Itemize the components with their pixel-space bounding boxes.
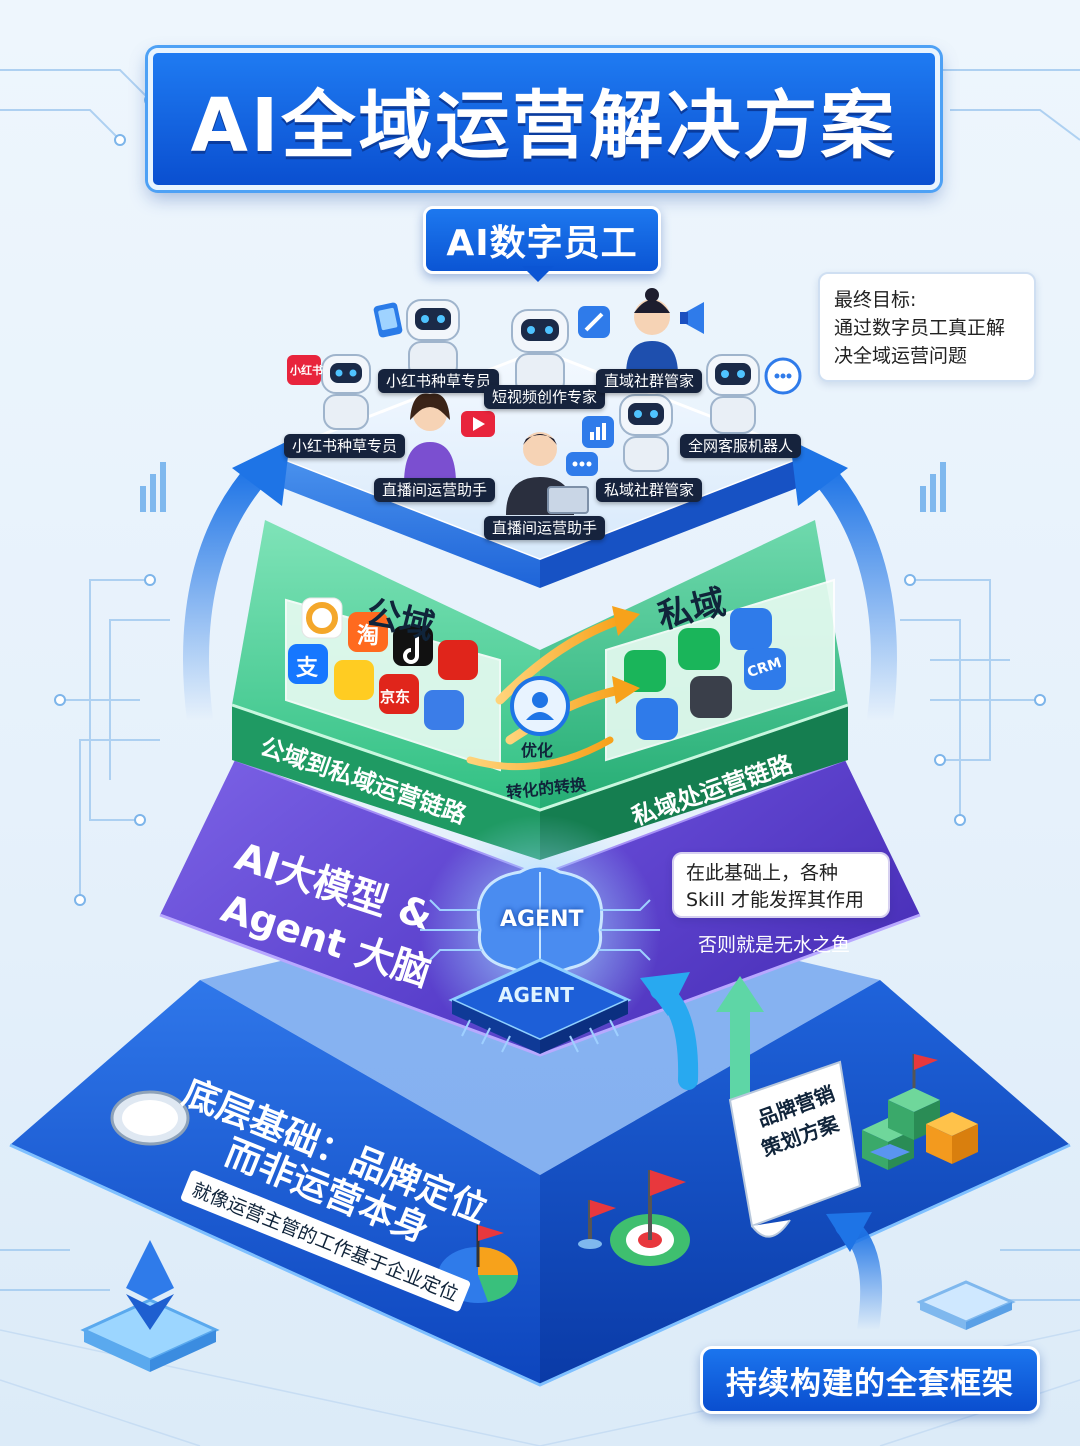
user-node-icon [510,676,570,736]
role-label: 小红书种草专员 [378,369,500,393]
skill-note: 在此基础上，各种 Skill 才能发挥其作用 [672,852,890,918]
up-arrow-note [716,976,764,1110]
host-woman-icon [404,393,456,484]
left-up-arrow [183,440,290,733]
role-label: 私域社群管家 [596,478,703,502]
skill-note-line: Skill 才能发挥其作用 [686,889,864,911]
bars-right-icon [920,462,946,512]
youtube-icon [461,411,495,437]
flag-target-icon [610,1170,690,1266]
brain-label: AGENT [500,907,584,932]
right-up-arrow [790,440,897,733]
robot-1-icon [406,299,460,379]
circuit-lines [0,69,1080,1301]
megaphone-icon [680,302,704,334]
public-app-icons [288,597,478,730]
skill-note-line: 在此基础上，各种 [686,862,839,884]
xiaohongshu-app-icon [287,355,321,385]
compass-icon [110,1090,190,1146]
robot-3-icon [321,354,371,430]
label-pointer [522,266,554,282]
tablet-icon [373,302,403,338]
dots-bubble-icon [566,452,598,476]
robot-4-icon [706,354,760,434]
chip-label: AGENT [498,983,574,1007]
role-label: 小红书种草专员 [284,434,406,458]
up-arrow-footer [826,1212,883,1341]
private-app-icons [624,608,786,740]
paint-app-icon [578,306,610,338]
role-label: 短视频创作专家 [484,385,606,409]
taobao-app-label: 淘 [357,624,380,649]
role-label: 全网客服机器人 [680,434,802,458]
skill-note-sub: 否则就是无水之鱼 [698,934,851,956]
goal-note-line: 通过数字员工真正解 [834,317,1006,339]
app-badge-label: 小红书 [290,364,323,377]
robot-2-icon [511,309,569,395]
pedestal-right-icon [916,1280,1016,1330]
optimize-label: 优化 [521,741,554,760]
flag-small-icon [578,1200,616,1249]
bars-left-icon [140,462,166,512]
top-layer-label: AI数字员工 [446,223,638,264]
footer-label: 持续构建的全套框架 [726,1365,1014,1402]
top-layer-label-box: AI数字员工 [423,206,661,274]
robot-5-icon [619,394,673,472]
goal-note-line: 决全域运营问题 [834,345,968,367]
ethereum-pedestal-icon [80,1240,220,1372]
page-title: AI全域运营解决方案 [190,82,898,169]
chat-bubble-icon [764,357,802,395]
alipay-app-label: 支 [296,656,319,681]
goal-note-line: 最终目标: [834,289,917,311]
blocks-icon [862,1054,978,1170]
footer-banner: 持续构建的全套框架 [700,1346,1040,1414]
agent-chip-icon [448,958,632,1054]
manager-woman-icon [626,288,678,375]
main-title-banner: AI全域运营解决方案 [148,48,940,190]
role-label: 直播间运营助手 [484,516,606,540]
goal-note: 最终目标: 通过数字员工真正解 决全域运营问题 [818,272,1036,382]
role-label: 直播间运营助手 [374,478,496,502]
role-label: 直域社群管家 [596,369,703,393]
jd-app-label: 京东 [380,688,411,706]
laptop-man-icon [506,432,589,515]
document-scroll-icon [728,1060,862,1238]
analytics-app-icon [582,416,614,448]
up-arrow-chip [640,972,699,1090]
